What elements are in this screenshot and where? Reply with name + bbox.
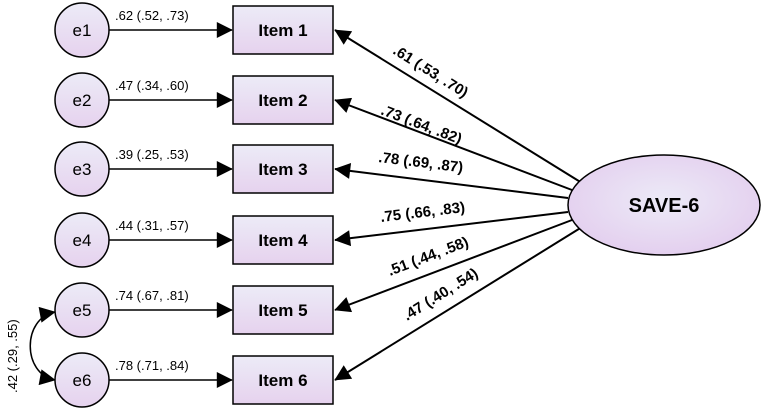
error-node-e3: e3 [54,141,110,197]
item-box-1: Item 1 [232,5,334,55]
loading-arrow-4 [334,211,569,247]
error-label-e3: e3 [73,160,92,179]
error-path-labels: .62 (.52, .73) .47 (.34, .60) .39 (.25, … [115,8,189,373]
loading-label-2: .73 (.64, .82) [379,102,465,148]
loading-arrow-5 [334,219,573,313]
loading-label-4: .75 (.66, .83) [379,199,465,226]
item-box-4: Item 4 [232,215,334,265]
error-nodes: e1 e2 e3 e4 e5 e6 [54,2,110,408]
item-box-2: Item 2 [232,75,334,125]
error-path-label-2: .47 (.34, .60) [115,78,189,93]
item-box-6: Item 6 [232,355,334,405]
loading-arrow-2 [334,97,573,191]
error-label-e2: e2 [73,91,92,110]
error-node-e2: e2 [54,72,110,128]
error-label-e4: e4 [73,231,92,250]
item-label-4: Item 4 [258,231,308,250]
item-box-5: Item 5 [232,285,334,335]
error-node-e1: e1 [54,2,110,58]
covariance-arc [29,306,56,386]
error-path-label-6: .78 (.71, .84) [115,358,189,373]
error-path-label-4: .44 (.31, .57) [115,218,189,233]
item-label-6: Item 6 [258,371,307,390]
loading-arrow-1 [334,29,583,184]
error-label-e5: e5 [73,301,92,320]
item-nodes: Item 1 Item 2 Item 3 Item 4 Item 5 Item … [232,5,334,405]
item-label-1: Item 1 [258,21,307,40]
error-path-label-5: .74 (.67, .81) [115,288,189,303]
loading-label-3: .78 (.69, .87) [378,149,465,176]
loading-arrow-6 [334,226,583,381]
error-paths [109,22,233,388]
item-box-3: Item 3 [232,144,334,194]
error-label-e1: e1 [73,21,92,40]
latent-label: SAVE-6 [629,195,700,217]
loading-arrows [334,29,583,381]
item-label-3: Item 3 [258,160,307,179]
item-label-5: Item 5 [258,301,307,320]
error-node-e5: e5 [54,282,110,338]
error-node-e4: e4 [54,212,110,268]
error-path-label-3: .39 (.25, .53) [115,147,189,162]
loading-arrow-3 [334,162,569,199]
error-node-e6: e6 [54,352,110,408]
latent-node: SAVE-6 [567,154,761,256]
covariance-label: .42 (.29, .55) [5,319,20,393]
loading-labels: .61 (.53, .70) .73 (.64, .82) .78 (.69, … [378,42,482,324]
error-path-label-1: .62 (.52, .73) [115,8,189,23]
item-label-2: Item 2 [258,91,307,110]
error-label-e6: e6 [73,371,92,390]
